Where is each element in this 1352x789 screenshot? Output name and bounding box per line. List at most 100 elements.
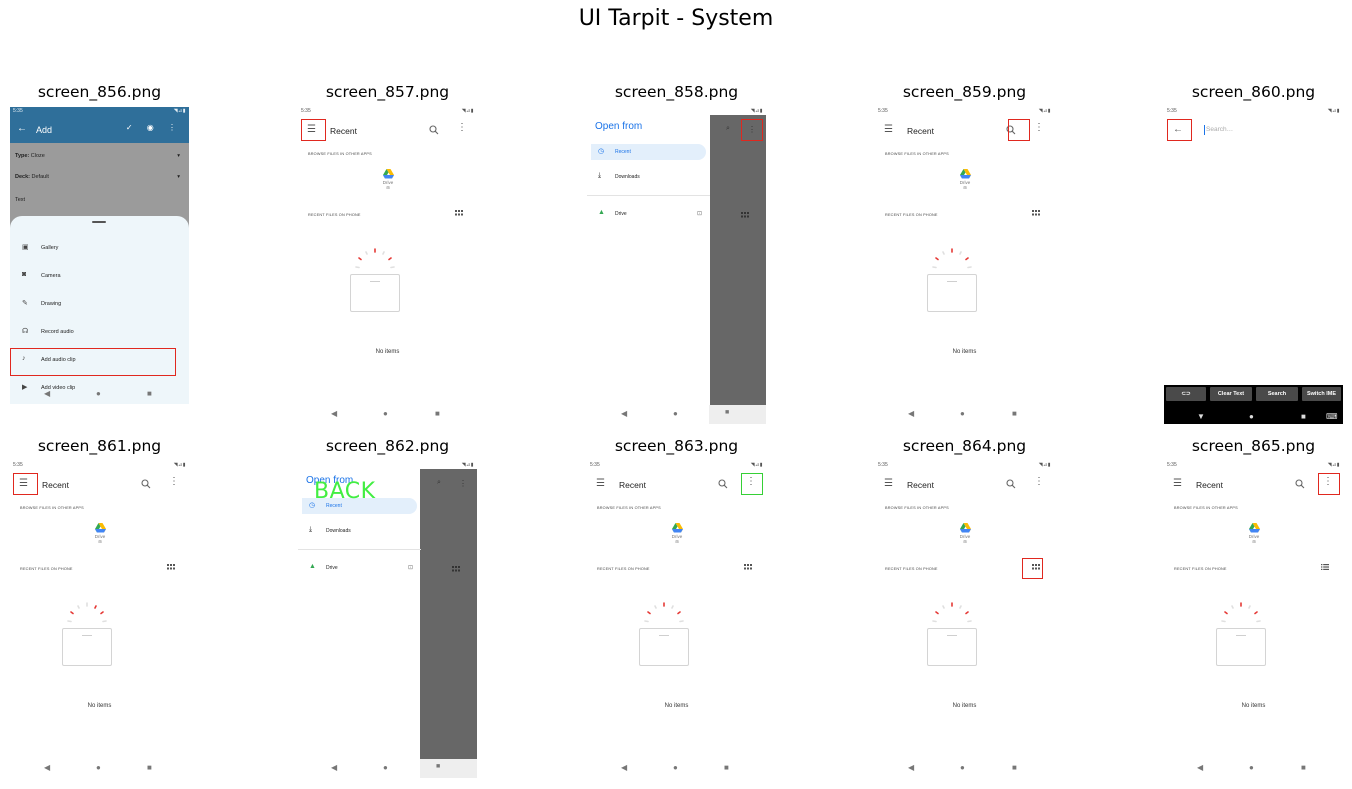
option-add-video-clip[interactable]: ▶Add video clip	[20, 375, 177, 401]
nav-recents-icon[interactable]: ■	[435, 409, 440, 418]
nav-recents-icon[interactable]: ■	[724, 763, 729, 772]
more-options-icon[interactable]: ⋮	[1323, 476, 1333, 487]
drawer-item-drive[interactable]: ▲Drive⊡	[302, 560, 417, 576]
status-time: 5:35	[590, 462, 600, 468]
nav-home-icon[interactable]: ●	[383, 409, 388, 418]
picker-toolbar: ☰ Recent ⋮	[10, 473, 189, 497]
drawer-item-recent[interactable]: ◷Recent	[302, 498, 417, 514]
option-add-audio-clip[interactable]: ♪Add audio clip	[20, 347, 177, 373]
nav-recents-icon[interactable]: ■	[147, 389, 152, 398]
drive-shortcut[interactable]: Drive ⊞	[955, 523, 975, 544]
drawer-item-downloads[interactable]: ⤓Downloads	[302, 523, 417, 539]
option-drawing[interactable]: ✎Drawing	[20, 291, 177, 317]
nav-home-icon[interactable]: ●	[1249, 412, 1254, 421]
eject-icon[interactable]: ⊡	[696, 211, 702, 217]
nav-recents-icon[interactable]: ■	[1301, 763, 1306, 772]
nav-home-icon[interactable]: ●	[673, 409, 678, 418]
nav-back-icon[interactable]: ◀	[908, 763, 915, 772]
option-gallery[interactable]: ▣Gallery	[20, 235, 177, 261]
drive-shortcut[interactable]: Drive ⊞	[90, 523, 110, 544]
menu-icon[interactable]: ☰	[884, 478, 893, 489]
list-view-icon[interactable]	[1321, 564, 1329, 570]
nav-home-icon[interactable]: ●	[1249, 763, 1254, 772]
back-arrow-icon[interactable]: ←	[17, 123, 27, 134]
text-field-row[interactable]: Text	[15, 197, 183, 203]
ime-key-switch[interactable]: Switch IME	[1302, 387, 1341, 401]
keyboard-icon[interactable]: ⌨	[1326, 412, 1338, 421]
menu-icon[interactable]: ☰	[596, 478, 605, 489]
drawer-item-recent[interactable]: ◷Recent	[591, 144, 706, 160]
search-icon[interactable]	[1295, 479, 1305, 489]
search-input[interactable]: Search…	[1206, 126, 1234, 133]
nav-back-icon[interactable]: ◀	[44, 389, 51, 398]
nav-home-icon[interactable]: ●	[383, 763, 388, 772]
search-icon[interactable]	[141, 479, 151, 489]
more-options-icon[interactable]: ⋮	[169, 476, 179, 487]
nav-home-icon[interactable]: ●	[960, 763, 965, 772]
grid-view-icon[interactable]	[1032, 210, 1040, 216]
drawer-item-label: Recent	[615, 149, 631, 155]
drawer-item-drive[interactable]: ▲Drive⊡	[591, 206, 706, 222]
ime-key-search[interactable]: Search	[1256, 387, 1298, 401]
nav-home-icon[interactable]: ●	[96, 389, 101, 398]
nav-back-icon[interactable]: ◀	[1197, 763, 1204, 772]
drawer-scrim[interactable]: ⌕ ⋮	[709, 115, 766, 424]
ime-key-link[interactable]: ⊂⊃	[1166, 387, 1206, 401]
grid-view-icon[interactable]	[455, 210, 463, 216]
search-icon[interactable]	[1006, 125, 1016, 135]
nav-recents-icon[interactable]: ■	[436, 763, 441, 770]
loading-spinner-icon	[932, 248, 972, 269]
menu-icon[interactable]: ☰	[884, 124, 893, 135]
nav-back-icon[interactable]: ◀	[44, 763, 51, 772]
nav-recents-icon[interactable]: ■	[1301, 412, 1306, 421]
more-options-icon[interactable]: ⋮	[1034, 476, 1044, 487]
ime-key-clear-text[interactable]: Clear Text	[1210, 387, 1252, 401]
option-record-audio[interactable]: ☊Record audio	[20, 319, 177, 345]
more-options-icon[interactable]: ⋮	[1034, 122, 1044, 133]
drawer-item-downloads[interactable]: ⤓Downloads	[591, 169, 706, 185]
nav-recents-icon[interactable]: ■	[147, 763, 152, 772]
grid-view-icon[interactable]	[1032, 564, 1040, 570]
drive-shortcut[interactable]: Drive ⊞	[1244, 523, 1264, 544]
drive-shortcut[interactable]: Drive ⊞	[667, 523, 687, 544]
nav-bar: ◀ ● ■	[10, 760, 189, 778]
nav-back-icon[interactable]: ◀	[908, 409, 915, 418]
nav-home-icon[interactable]: ●	[960, 409, 965, 418]
grid-view-icon[interactable]	[744, 564, 752, 570]
menu-icon[interactable]: ☰	[1173, 478, 1182, 489]
nav-recents-icon[interactable]: ■	[1012, 409, 1017, 418]
drive-shortcut[interactable]: Drive ⊞	[378, 169, 398, 190]
option-camera[interactable]: ◙Camera	[20, 263, 177, 289]
nav-hide-keyboard-icon[interactable]: ▼	[1197, 412, 1205, 421]
deck-row[interactable]: Deck: Default ▾	[15, 174, 183, 180]
sheet-handle[interactable]	[92, 221, 106, 223]
menu-icon[interactable]: ☰	[307, 124, 316, 135]
nav-back-icon[interactable]: ◀	[331, 763, 338, 772]
grid-view-icon[interactable]	[167, 564, 175, 570]
nav-back-icon[interactable]: ◀	[621, 763, 628, 772]
drive-shortcut[interactable]: Drive ⊞	[955, 169, 975, 190]
drawer-scrim[interactable]: ⌕ ⋮	[420, 469, 477, 778]
nav-recents-icon[interactable]: ■	[1012, 763, 1017, 772]
more-options-icon[interactable]: ⋮	[457, 122, 467, 133]
record-voice-icon: ☊	[22, 328, 29, 335]
more-options-icon[interactable]: ⋮	[746, 476, 756, 487]
navigation-drawer: Open from ◷Recent ⤓Downloads ▲Drive⊡ ◀●	[298, 461, 421, 772]
nav-back-icon[interactable]: ◀	[331, 409, 338, 418]
nav-bar: ◀●	[298, 760, 420, 778]
toolbar-actions[interactable]: ✓ ◉ ⋮	[125, 123, 182, 132]
empty-state-text: No items	[664, 703, 689, 709]
search-icon[interactable]	[718, 479, 728, 489]
nav-back-icon[interactable]: ◀	[621, 409, 628, 418]
empty-state-illustration	[350, 274, 400, 312]
panel-label: screen_863.png	[614, 437, 739, 455]
eject-icon[interactable]: ⊡	[407, 565, 413, 571]
nav-recents-icon[interactable]: ■	[725, 409, 730, 416]
search-icon[interactable]	[1006, 479, 1016, 489]
nav-home-icon[interactable]: ●	[673, 763, 678, 772]
menu-icon[interactable]: ☰	[19, 478, 28, 489]
back-arrow-icon[interactable]: ←	[1173, 124, 1183, 135]
search-icon[interactable]	[429, 125, 439, 135]
nav-home-icon[interactable]: ●	[96, 763, 101, 772]
type-row[interactable]: Type: Cloze ▾	[15, 153, 183, 159]
